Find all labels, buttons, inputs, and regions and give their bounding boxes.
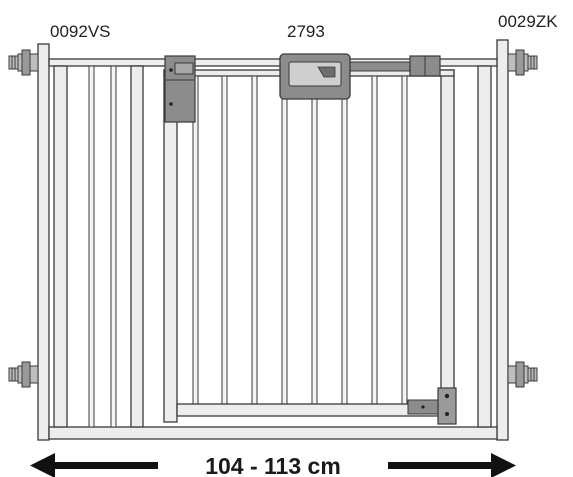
fixed-panel-bars: [88, 65, 117, 428]
spindle-bottom-left: [8, 361, 39, 388]
wall-spindles: [8, 49, 538, 388]
left-arrow-head: [30, 453, 55, 477]
bottom-rail: [48, 426, 498, 440]
bottom-latch: [407, 387, 457, 425]
right-post: [496, 39, 509, 441]
inner-left-stile: [53, 65, 68, 428]
center-part-label: 2793: [287, 22, 325, 41]
right-arrow-head: [491, 453, 516, 477]
left-part-label: 0092VS: [50, 22, 111, 41]
right-arrow-shaft: [388, 462, 498, 469]
right-part-label: 0029ZK: [498, 12, 558, 31]
door-left-stile: [163, 69, 178, 423]
width-dimension: 104 - 113 cm: [30, 453, 516, 477]
gate-door: [163, 69, 455, 423]
hinge-block: [164, 55, 196, 123]
handle-mechanism: [279, 53, 416, 100]
spindle-bottom-right: [507, 361, 538, 388]
fixed-panel-stile: [130, 65, 144, 428]
latch-block: [409, 55, 441, 77]
left-arrow-shaft: [48, 462, 158, 469]
door-bars: [192, 75, 408, 405]
width-label: 104 - 113 cm: [205, 453, 341, 477]
door-right-stile: [440, 69, 455, 423]
door-bottom-rail: [176, 403, 442, 417]
spindle-top-left: [8, 49, 39, 76]
top-rail: [48, 58, 498, 67]
outer-frame: [37, 39, 509, 441]
inner-right-stile: [477, 65, 492, 428]
spindle-top-right: [507, 49, 538, 76]
left-post: [37, 43, 50, 441]
